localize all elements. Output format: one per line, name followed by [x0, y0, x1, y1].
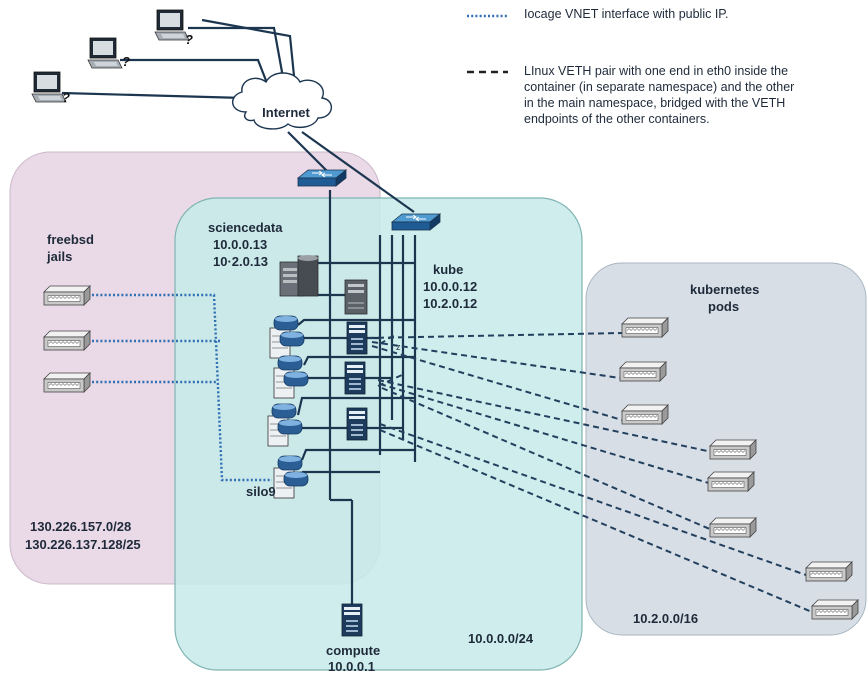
client-computer-1: ? [154, 9, 193, 47]
network-interface-icon [43, 372, 91, 393]
sciencedata-ip-1: 10.0.0.13 [213, 237, 267, 252]
internet-label: Internet [262, 105, 310, 120]
network-interface-icon [707, 471, 755, 492]
network-interface-icon [709, 439, 757, 460]
server-icon [344, 279, 368, 315]
server-icon [346, 407, 368, 441]
sciencedata-ip-2: 10·2.0.13 [213, 254, 268, 269]
kube-ip-1: 10.0.0.12 [423, 279, 477, 294]
unknown-mark: ? [122, 54, 130, 69]
cluster-net: 10.0.0.0/24 [468, 631, 534, 646]
cloud-icon [232, 72, 332, 130]
compute-name: compute [326, 643, 380, 658]
z-annotation: z [396, 342, 401, 352]
kube-ip-2: 10.2.0.12 [423, 296, 477, 311]
unknown-mark: ? [185, 32, 193, 47]
network-switch-icon [297, 169, 347, 187]
silo-name: silo9 [246, 484, 276, 499]
freebsd-net-2: 130.226.137.128/25 [25, 537, 141, 552]
network-interface-icon [709, 517, 757, 538]
freebsd-title-line2: jails [46, 249, 72, 264]
network-interface-icon [619, 361, 667, 382]
server-icon [341, 603, 363, 637]
sciencedata-name: sciencedata [208, 220, 283, 235]
kubernetes-title-line1: kubernetes [690, 282, 759, 297]
network-switch-icon [391, 213, 441, 231]
network-interface-icon [43, 330, 91, 351]
freebsd-net-1: 130.226.157.0/28 [30, 519, 131, 534]
client-computer-2: ? [87, 37, 130, 69]
legend-dashed-line4: endpoints of the other containers. [524, 112, 710, 126]
kubernetes-net: 10.2.0.0/16 [633, 611, 698, 626]
legend-dashed-line2: container (in separate namespace) and th… [524, 80, 794, 94]
network-interface-icon [621, 404, 669, 425]
legend-dashed-line1: LInux VETH pair with one end in eth0 ins… [524, 64, 788, 78]
network-interface-icon [805, 561, 853, 582]
unknown-mark: ? [62, 90, 70, 105]
network-interface-icon [43, 285, 91, 306]
computer-icon [87, 37, 123, 69]
legend-dashed-line3: in the main namespace, bridged with the … [524, 96, 785, 110]
legend-dotted-text: Iocage VNET interface with public IP. [524, 7, 729, 21]
client-computer-3: ? [31, 71, 70, 105]
cluster-zone [174, 197, 583, 671]
computer-icon [31, 71, 67, 103]
kubernetes-title-line2: pods [708, 299, 739, 314]
computer-icon [154, 9, 190, 41]
server-icon [346, 321, 368, 355]
network-interface-icon [811, 599, 859, 620]
freebsd-title-line1: freebsd [47, 232, 94, 247]
network-interface-icon [621, 317, 669, 338]
server-icon [344, 361, 366, 395]
kube-name: kube [433, 262, 463, 277]
compute-ip: 10.0.0.1 [328, 659, 375, 674]
